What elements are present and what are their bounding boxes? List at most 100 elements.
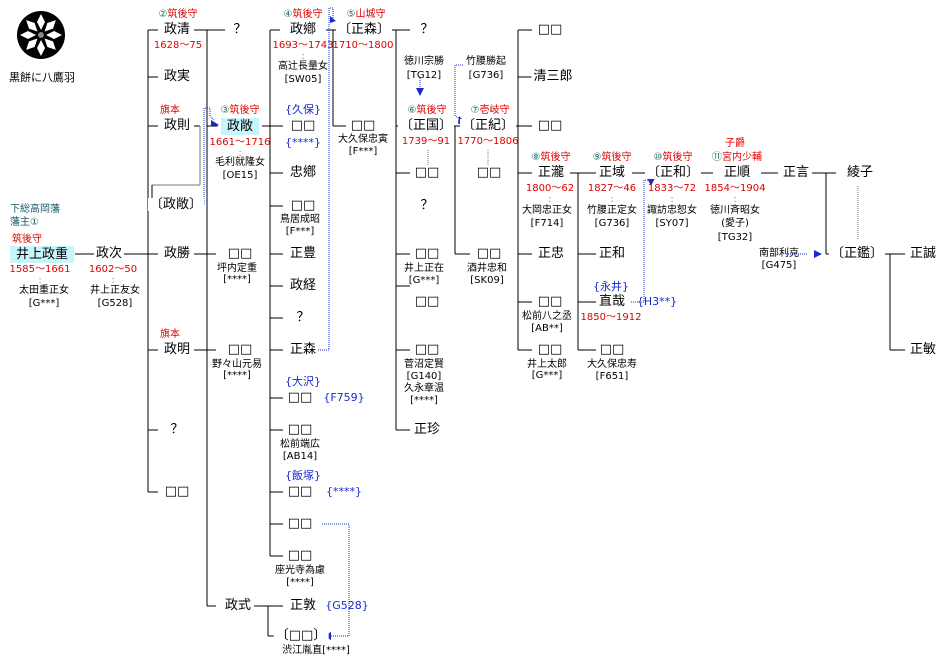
person-masataka-adopted[interactable]: 〔政敞〕 bbox=[147, 197, 205, 212]
person-masasato[interactable]: 政鄕 bbox=[287, 22, 319, 37]
person-masaaki[interactable]: 政明 bbox=[161, 342, 193, 357]
person-blank[interactable]: □□ bbox=[225, 246, 255, 261]
spouse: 酒井忠和 bbox=[467, 263, 507, 274]
person-masataka[interactable]: 政敞 bbox=[220, 118, 260, 135]
person-masakazu[interactable]: 正和 bbox=[596, 246, 628, 261]
person-blank[interactable]: □□ bbox=[412, 294, 442, 309]
gen2-spouse: 井上正友女 bbox=[90, 285, 140, 296]
spouse-code: [****] bbox=[286, 577, 314, 588]
marriage-tick: : bbox=[38, 275, 42, 286]
person-blank[interactable]: □□ bbox=[285, 516, 315, 531]
person-masamori[interactable]: 〔正森〕 bbox=[335, 22, 393, 37]
person-unknown[interactable]: ？ bbox=[294, 310, 312, 325]
person-masanori[interactable]: 政則 bbox=[161, 118, 193, 133]
lord-label: 藩主① bbox=[10, 217, 39, 228]
person-masazane[interactable]: 政実 bbox=[161, 69, 193, 84]
person-masataki[interactable]: 正瀧 bbox=[535, 165, 567, 180]
person-blank[interactable]: □□ bbox=[285, 484, 315, 499]
person-unknown[interactable]: ？ bbox=[418, 198, 436, 213]
person-masanobu[interactable]: 正誠 bbox=[907, 246, 939, 261]
person-masakazu-10[interactable]: 〔正和〕 bbox=[644, 165, 702, 180]
family-iizuka: {飯塚} bbox=[285, 469, 321, 482]
person-seizaburo[interactable]: 清三郎 bbox=[531, 69, 575, 84]
spouse-code: [****] bbox=[223, 370, 251, 381]
person-blank[interactable]: □□ bbox=[412, 246, 442, 261]
person-tadasato[interactable]: 忠鄕 bbox=[287, 165, 319, 180]
gen9-spouse-code: [F714] bbox=[530, 218, 564, 229]
person-masanori-7[interactable]: 〔正紀〕 bbox=[459, 118, 517, 133]
person-masatoyo[interactable]: 正豊 bbox=[287, 246, 319, 261]
person-masashige[interactable]: 井上政重 bbox=[9, 246, 75, 263]
person-masakatsu[interactable]: 政勝 bbox=[161, 246, 193, 261]
takekoshi-name: 竹腰勝起 bbox=[466, 56, 506, 67]
person-blank[interactable]: □□ bbox=[162, 484, 192, 499]
person-blank[interactable]: □□ bbox=[288, 118, 318, 133]
marriage-tick: : bbox=[238, 148, 242, 159]
family-osawa: {大沢} bbox=[285, 375, 321, 388]
spouse-code: [F651] bbox=[595, 371, 629, 382]
person-blank[interactable]: □□ bbox=[285, 422, 315, 437]
person-masakoto[interactable]: 正言 bbox=[780, 165, 812, 180]
person-blank[interactable]: □□ bbox=[535, 22, 565, 37]
person-masatada[interactable]: 正忠 bbox=[535, 246, 567, 261]
person-masatsune[interactable]: 政経 bbox=[287, 278, 319, 293]
root-spouse: 太田重正女 bbox=[19, 285, 69, 296]
marriage-tick: : bbox=[670, 194, 674, 205]
person-masanori-shiki[interactable]: 政式 bbox=[222, 598, 254, 613]
arrow-icon bbox=[330, 16, 336, 23]
person-masatsugu[interactable]: 政次 bbox=[93, 246, 125, 261]
person-blank[interactable]: □□ bbox=[597, 342, 627, 357]
gen7-title: ⑥筑後守 bbox=[407, 105, 447, 116]
person-adopted-blank[interactable]: 〔□□〕 bbox=[273, 628, 329, 643]
spouse: 松前八之丞 bbox=[522, 311, 572, 322]
person-blank[interactable]: □□ bbox=[535, 118, 565, 133]
person-naoyoshi[interactable]: 直哉 bbox=[596, 294, 628, 309]
spouse-code: [AB**] bbox=[531, 323, 563, 334]
gen10-spouse-code: [G736] bbox=[594, 218, 630, 229]
marriage-tick: : bbox=[301, 51, 305, 62]
code-kubo: {****} bbox=[285, 136, 321, 149]
family-nagai: {永井} bbox=[593, 280, 629, 293]
person-blank[interactable]: □□ bbox=[412, 165, 442, 180]
gen6-title: ⑤山城守 bbox=[346, 9, 386, 20]
root-spouse-code: [G***] bbox=[28, 298, 60, 309]
person-blank[interactable]: □□ bbox=[535, 294, 565, 309]
person-blank[interactable]: □□ bbox=[225, 342, 255, 357]
person-masakiyo[interactable]: 政清 bbox=[161, 22, 193, 37]
person-unknown[interactable]: ？ bbox=[231, 22, 249, 37]
gen12-rank: 子爵 bbox=[725, 138, 745, 149]
gen12-spouse-alias: (愛子) bbox=[721, 218, 749, 229]
person-ayako[interactable]: 綾子 bbox=[844, 165, 876, 180]
person-masaiki[interactable]: 正域 bbox=[596, 165, 628, 180]
person-masamori-5[interactable]: 正森 bbox=[287, 342, 319, 357]
spouse: 渋江胤直[****] bbox=[282, 645, 350, 656]
person-masaatsu[interactable]: 正敦 bbox=[287, 598, 319, 613]
person-unknown[interactable]: ？ bbox=[168, 422, 186, 437]
person-masatoshi[interactable]: 正敏 bbox=[907, 342, 939, 357]
family-crest-icon bbox=[17, 11, 65, 59]
gen8-years: 1770〜1806 bbox=[457, 136, 519, 147]
person-blank[interactable]: □□ bbox=[412, 342, 442, 357]
gen6-years: 1710〜1800 bbox=[332, 40, 394, 51]
person-blank[interactable]: □□ bbox=[288, 198, 318, 213]
code-nagai: {H3**} bbox=[636, 295, 678, 308]
gen5-title: ④筑後守 bbox=[283, 9, 323, 20]
person-blank[interactable]: □□ bbox=[285, 548, 315, 563]
person-blank[interactable]: □□ bbox=[474, 165, 504, 180]
person-masayori[interactable]: 正順 bbox=[721, 165, 753, 180]
person-blank[interactable]: □□ bbox=[474, 246, 504, 261]
lineage-lines bbox=[75, 29, 905, 637]
gen2-spouse-code: [G528] bbox=[97, 298, 133, 309]
person-masakuni[interactable]: 〔正国〕 bbox=[397, 118, 455, 133]
person-unknown[interactable]: ？ bbox=[418, 22, 436, 37]
gen5-years: 1693〜1743 bbox=[272, 40, 334, 51]
person-blank[interactable]: □□ bbox=[285, 390, 315, 405]
person-blank[interactable]: □□ bbox=[535, 342, 565, 357]
person-masaaki-kan[interactable]: 〔正鑑〕 bbox=[828, 246, 886, 261]
spouse: 久永章温 bbox=[404, 383, 444, 394]
person-masachin[interactable]: 正珍 bbox=[411, 422, 443, 437]
arrow-icon bbox=[814, 250, 822, 258]
gen3-title-3: 旗本 bbox=[160, 105, 180, 116]
person-blank[interactable]: □□ bbox=[348, 118, 378, 133]
code-masaatsu: {G528} bbox=[325, 599, 369, 612]
